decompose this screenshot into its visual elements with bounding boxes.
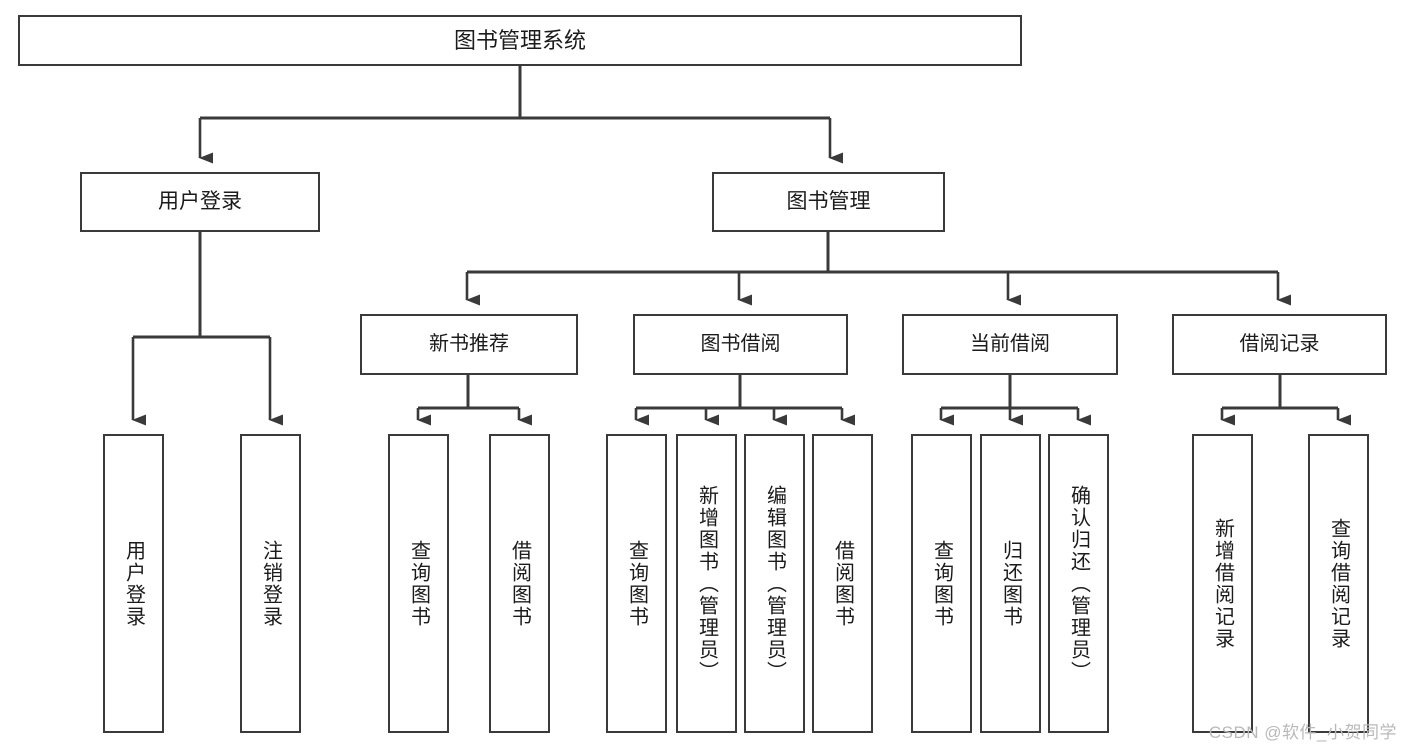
leaf-records-add-record[interactable]: 新增借阅记录: [1192, 434, 1253, 733]
leaf-book-borrow-add-book-admin[interactable]: 新增图书（管理员）: [676, 434, 737, 733]
leaf-book-borrow-borrow-book-label: 借阅图书: [831, 539, 854, 628]
leaf-current-borrow-confirm-return-admin[interactable]: 确认归还（管理员）: [1048, 434, 1109, 733]
node-new-book-recommendation-label: 新书推荐: [429, 332, 509, 355]
node-book-management-label: 图书管理: [786, 189, 871, 213]
leaf-book-borrow-borrow-book[interactable]: 借阅图书: [812, 434, 873, 733]
leaf-new-books-query-book[interactable]: 查询图书: [388, 434, 449, 733]
leaf-user-login-logout[interactable]: 注销登录: [240, 434, 301, 733]
leaf-new-books-borrow-book-label: 借阅图书: [508, 539, 531, 628]
leaf-current-borrow-return-book-label: 归还图书: [999, 539, 1022, 628]
node-borrowing-records[interactable]: 借阅记录: [1172, 314, 1387, 375]
leaf-records-add-record-label: 新增借阅记录: [1211, 517, 1234, 650]
leaf-user-login-logout-label: 注销登录: [259, 539, 282, 628]
leaf-book-borrow-query-book-label: 查询图书: [625, 539, 648, 628]
node-current-borrowing-label: 当前借阅: [970, 332, 1050, 355]
leaf-new-books-borrow-book[interactable]: 借阅图书: [489, 434, 550, 733]
leaf-records-query-record-label: 查询借阅记录: [1327, 517, 1350, 650]
leaf-book-borrow-edit-book-admin[interactable]: 编辑图书（管理员）: [744, 434, 805, 733]
leaf-current-borrow-query-book-label: 查询图书: [930, 539, 953, 628]
leaf-current-borrow-confirm-return-admin-label: 确认归还（管理员）: [1067, 484, 1090, 683]
node-user-login-label: 用户登录: [158, 189, 242, 213]
node-root-label: 图书管理系统: [453, 27, 586, 53]
node-current-borrowing[interactable]: 当前借阅: [902, 314, 1118, 375]
node-user-login[interactable]: 用户登录: [80, 172, 320, 232]
node-borrowing-records-label: 借阅记录: [1239, 332, 1320, 355]
watermark: CSDN @软件_小贺同学: [1208, 723, 1397, 742]
node-book-borrowing-label: 图书借阅: [700, 332, 781, 355]
leaf-book-borrow-edit-book-admin-label: 编辑图书（管理员）: [763, 484, 786, 683]
leaf-user-login-login-label: 用户登录: [122, 539, 145, 628]
node-book-management[interactable]: 图书管理: [712, 172, 945, 232]
node-root-book-management-system[interactable]: 图书管理系统: [18, 15, 1022, 66]
leaf-current-borrow-return-book[interactable]: 归还图书: [980, 434, 1041, 733]
leaf-records-query-record[interactable]: 查询借阅记录: [1308, 434, 1369, 733]
leaf-book-borrow-query-book[interactable]: 查询图书: [606, 434, 667, 733]
leaf-new-books-query-book-label: 查询图书: [407, 539, 430, 628]
node-book-borrowing[interactable]: 图书借阅: [633, 314, 848, 375]
leaf-current-borrow-query-book[interactable]: 查询图书: [911, 434, 972, 733]
leaf-user-login-login[interactable]: 用户登录: [103, 434, 164, 733]
leaf-book-borrow-add-book-admin-label: 新增图书（管理员）: [695, 484, 718, 683]
node-new-book-recommendation[interactable]: 新书推荐: [360, 314, 578, 375]
